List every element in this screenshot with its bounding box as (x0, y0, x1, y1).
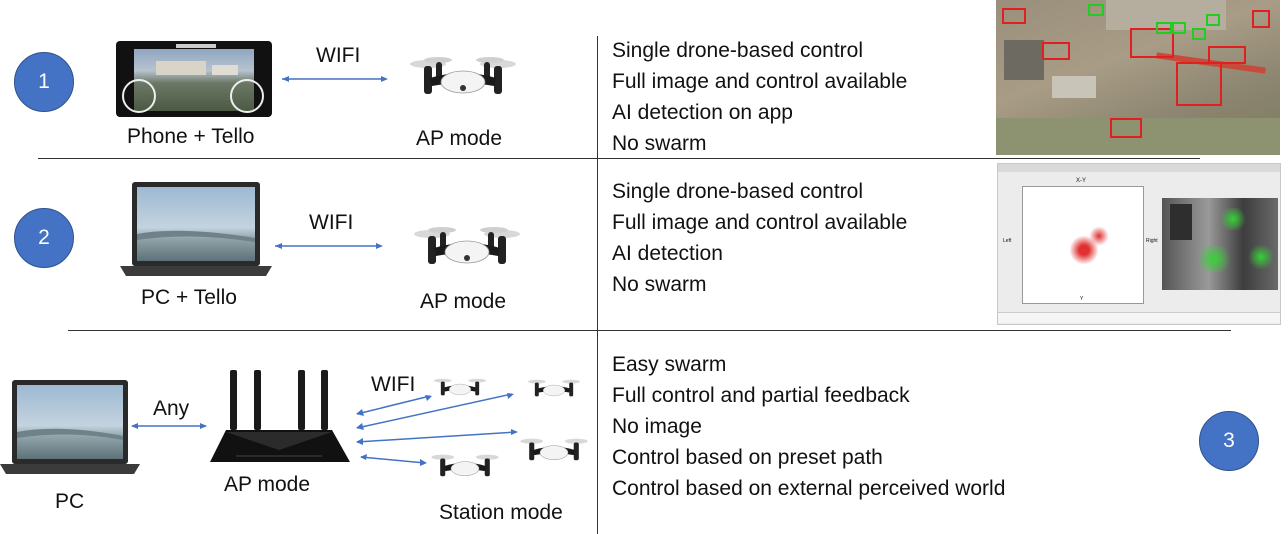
feature-item: AI detection on app (612, 101, 793, 124)
left-button[interactable]: Left (1003, 238, 1012, 244)
swarm-drone-icon-2 (527, 379, 581, 397)
feature-item: No swarm (612, 273, 707, 296)
plot-title: X-Y (1076, 178, 1087, 184)
row-2-link-label: WIFI (309, 211, 354, 234)
row-3-number-badge: 3 (1199, 411, 1259, 471)
row-3-router-label: AP mode (224, 473, 310, 496)
swarm-drone-icon-3 (520, 438, 588, 461)
row-divider-1 (38, 158, 1200, 159)
viewer-app-screenshot: X-Y Y Left Right (997, 163, 1281, 325)
row-3-link-label: WIFI (371, 373, 416, 396)
row-2-device-label: PC + Tello (141, 286, 237, 309)
row-2-drone-label: AP mode (420, 290, 506, 313)
aerial-detection-image (996, 0, 1280, 155)
right-button[interactable]: Right (1146, 238, 1158, 244)
row-3-any-arrow (131, 423, 207, 429)
row-2-laptop-icon (120, 182, 272, 276)
row-3-router-icon (210, 370, 350, 462)
row-divider-2 (68, 330, 1231, 331)
feature-item: Full image and control available (612, 211, 908, 234)
swarm-drone-icon-4 (431, 454, 499, 477)
row-2-drone-icon (414, 227, 520, 264)
feature-item: Easy swarm (612, 353, 727, 376)
row-3-wifi-arrows (356, 393, 518, 466)
feature-item: No image (612, 415, 702, 438)
row-1-number-badge: 1 (14, 52, 74, 112)
feature-item: Control based on external perceived worl… (612, 477, 1006, 500)
row-3-any-label: Any (153, 397, 190, 420)
feature-item: AI detection (612, 242, 723, 265)
column-divider (597, 36, 598, 534)
row-3-laptop-icon (0, 380, 140, 474)
row-1-drone-label: AP mode (416, 127, 502, 150)
feature-item: Single drone-based control (612, 180, 863, 203)
row-1-device-label: Phone + Tello (127, 125, 255, 148)
row-2-feature-list: Single drone-based control Full image an… (612, 176, 907, 300)
row-1-drone-icon (410, 57, 516, 94)
row-3-pc-label: PC (55, 490, 85, 513)
feature-item: Full image and control available (612, 70, 908, 93)
row-2-number-badge: 2 (14, 208, 74, 268)
feature-item: No swarm (612, 132, 707, 155)
feature-item: Single drone-based control (612, 39, 863, 62)
feature-item: Control based on preset path (612, 446, 883, 469)
row-3-drones-label: Station mode (439, 501, 563, 524)
row-2-wifi-arrow (275, 243, 383, 249)
right-joystick-icon (230, 79, 264, 113)
swarm-drone-icon-1 (433, 378, 487, 396)
plot-x-axis-label: Y (1080, 296, 1084, 302)
row-3-feature-list: Easy swarm Full control and partial feed… (612, 349, 1005, 504)
row-1-wifi-arrow (282, 76, 388, 82)
row-1-feature-list: Single drone-based control Full image an… (612, 35, 907, 159)
left-joystick-icon (122, 79, 156, 113)
feature-item: Full control and partial feedback (612, 384, 910, 407)
row-1-link-label: WIFI (316, 44, 361, 67)
phone-app-screenshot (116, 41, 272, 117)
